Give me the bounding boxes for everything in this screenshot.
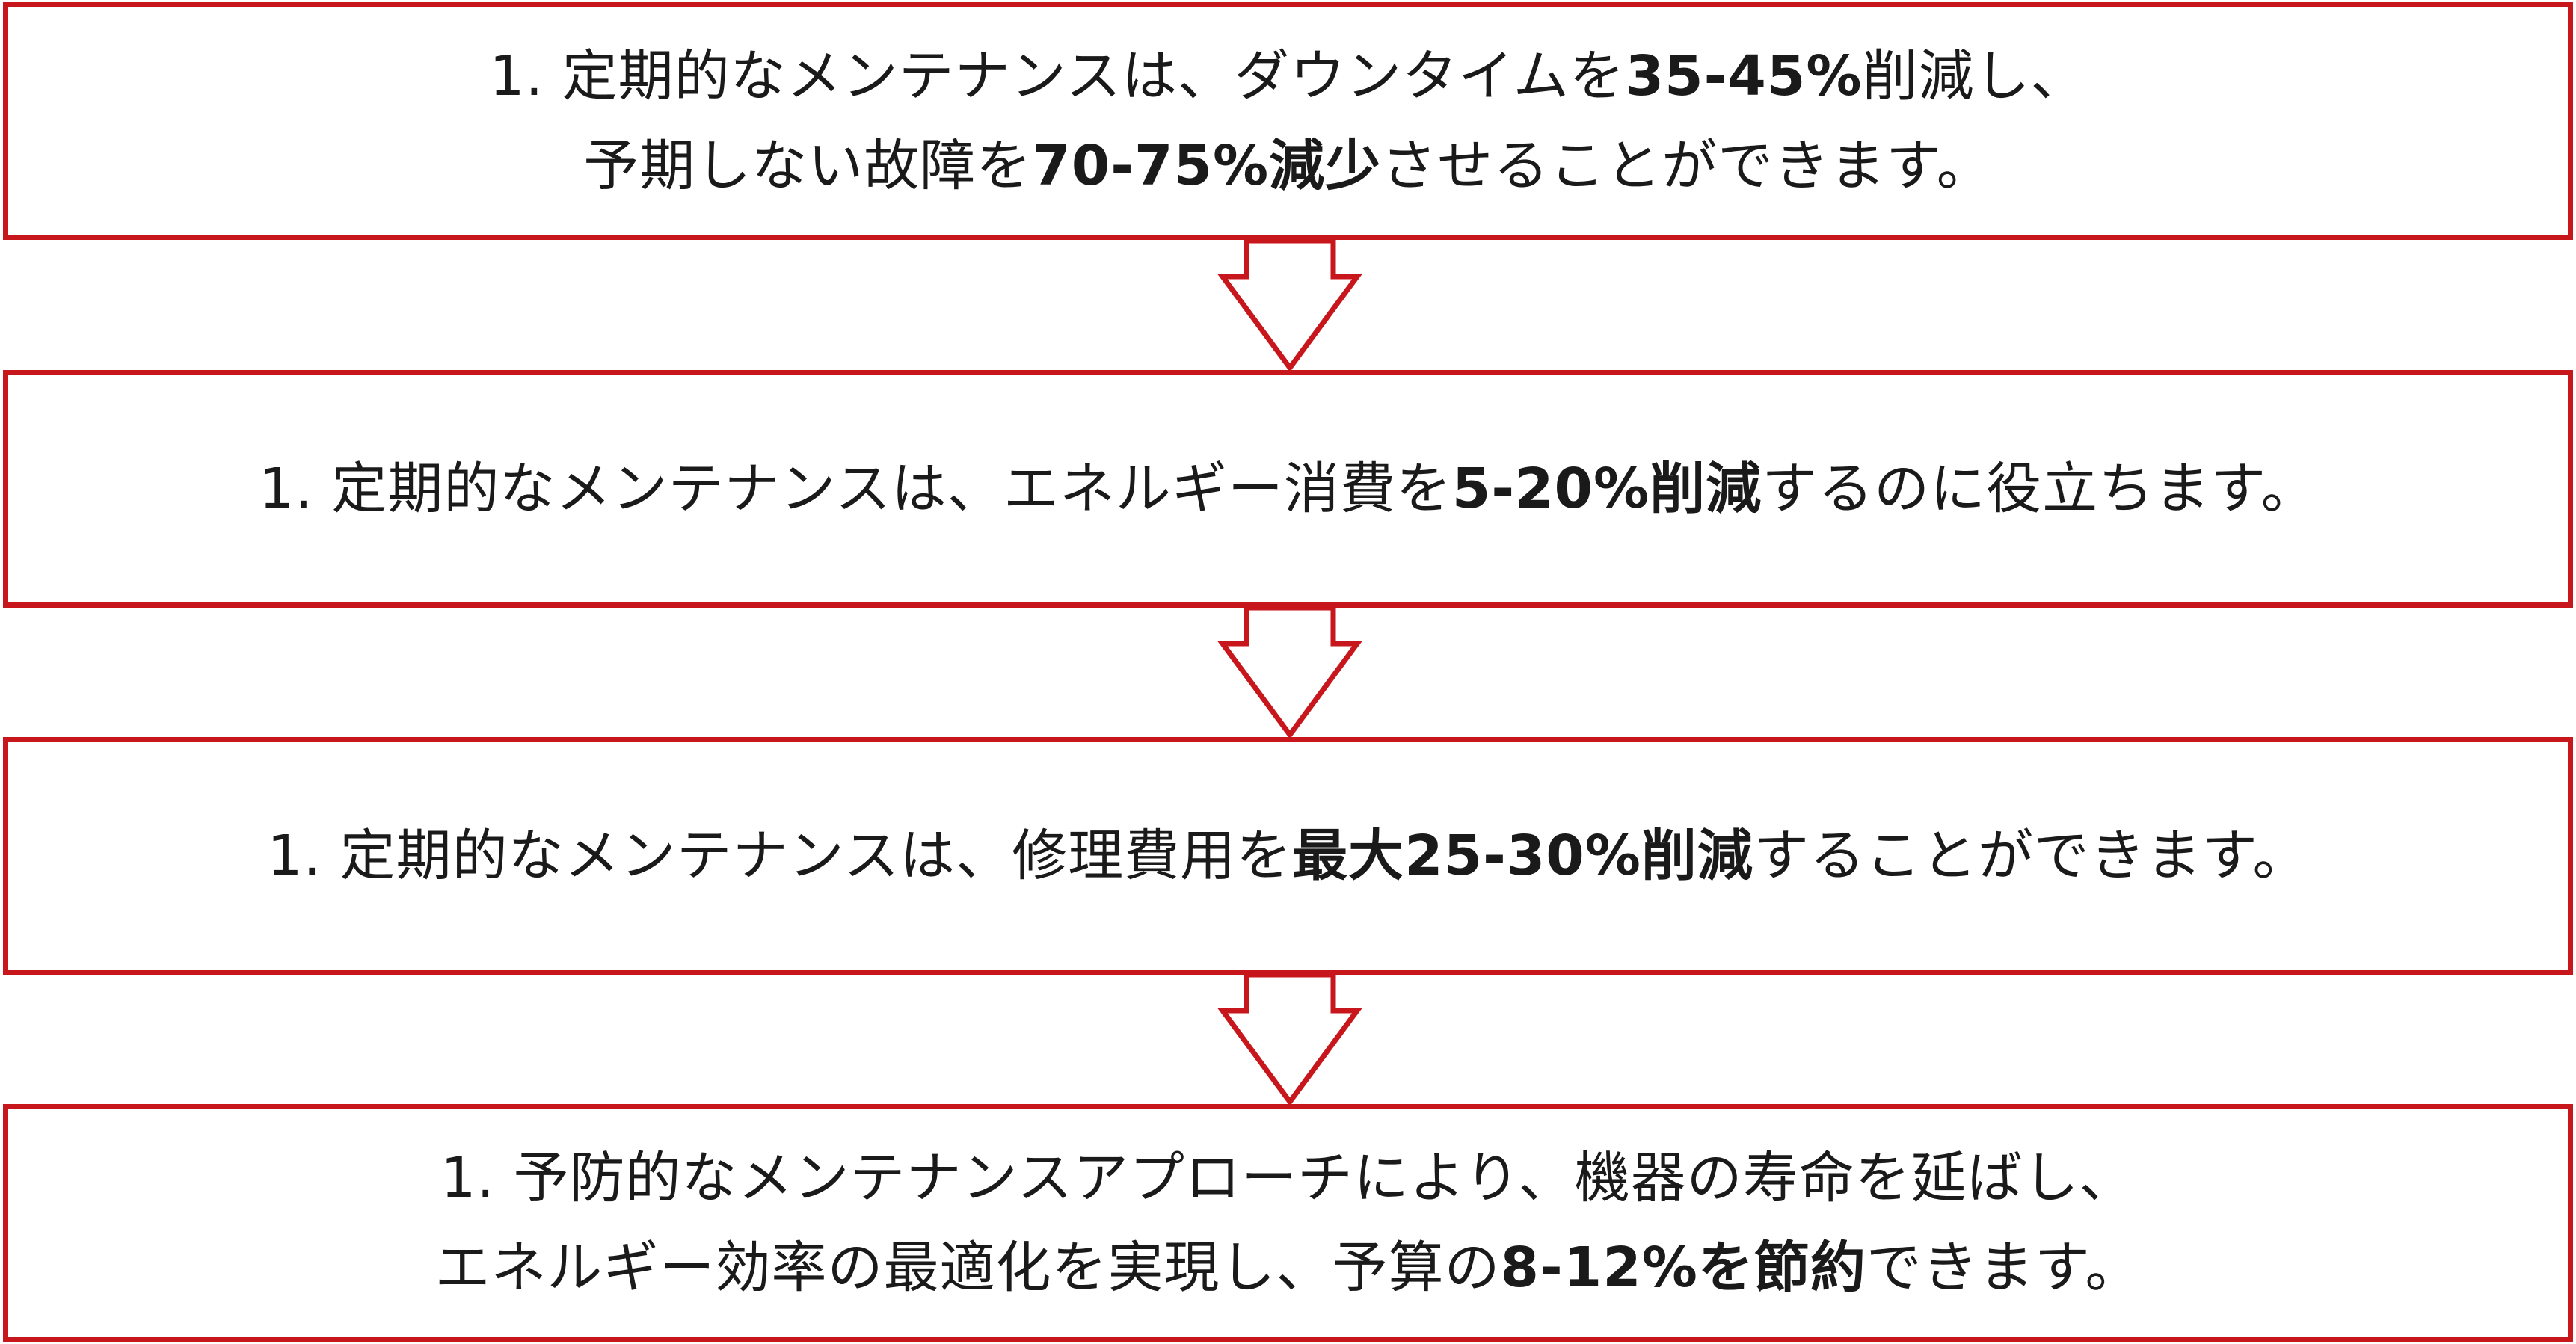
flow-step-2: 1. 定期的なメンテナンスは、エネルギー消費を5-20%削減するのに役立ちます。 (3, 370, 2573, 608)
text-segment: 1. 定期的なメンテナンスは、修理費用を (267, 824, 1293, 888)
flow-step-4-line-2: エネルギー効率の最適化を実現し、予算の8-12%を節約できます。 (435, 1223, 2142, 1313)
text-segment: 1. 定期的なメンテナンスは、エネルギー消費を (259, 457, 1452, 521)
flow-step-1: 1. 定期的なメンテナンスは、ダウンタイムを35-45%削減し、 予期しない故障… (3, 2, 2573, 240)
highlight-segment: 8-12%を節約 (1500, 1236, 1866, 1300)
text-segment: させることができます。 (1381, 134, 1993, 198)
flow-step-1-line-1: 1. 定期的なメンテナンスは、ダウンタイムを35-45%削減し、 (490, 31, 2087, 121)
text-segment: 1. 予防的なメンテナンスアプローチにより、機器の寿命を延ばし、 (440, 1146, 2136, 1210)
flow-step-4: 1. 予防的なメンテナンスアプローチにより、機器の寿命を延ばし、 エネルギー効率… (3, 1104, 2573, 1342)
highlight-segment: 5-20%削減 (1451, 457, 1762, 521)
flow-step-3-text: 1. 定期的なメンテナンスは、修理費用を最大25-30%削減することができます。 (267, 811, 2308, 901)
flow-step-2-text: 1. 定期的なメンテナンスは、エネルギー消費を5-20%削減するのに役立ちます。 (259, 444, 2317, 534)
highlight-segment: 35-45% (1625, 44, 1863, 108)
text-segment: するのに役立ちます。 (1762, 457, 2317, 521)
flow-step-1-line-2: 予期しない故障を70-75%減少させることができます。 (490, 121, 2087, 211)
text-segment: 1. 定期的なメンテナンスは、ダウンタイムを (489, 44, 1626, 108)
down-arrow-icon (1217, 605, 1362, 739)
text-segment: エネルギー効率の最適化を実現し、予算の (434, 1236, 1501, 1300)
flow-step-4-line-1: 1. 予防的なメンテナンスアプローチにより、機器の寿命を延ばし、 (435, 1133, 2142, 1223)
text-segment: することができます。 (1753, 824, 2309, 888)
flow-step-1-text: 1. 定期的なメンテナンスは、ダウンタイムを35-45%削減し、 予期しない故障… (490, 31, 2087, 211)
highlight-segment: 最大25-30%削減 (1292, 824, 1753, 888)
text-segment: 予期しない故障を (583, 134, 1033, 198)
highlight-segment: 70-75%減少 (1032, 134, 1382, 198)
text-segment: 削減し、 (1862, 44, 2087, 108)
flow-step-3: 1. 定期的なメンテナンスは、修理費用を最大25-30%削減することができます。 (3, 737, 2573, 975)
down-arrow-icon (1217, 238, 1362, 372)
flow-step-4-text: 1. 予防的なメンテナンスアプローチにより、機器の寿命を延ばし、 エネルギー効率… (435, 1133, 2142, 1313)
down-arrow-icon (1217, 972, 1362, 1106)
text-segment: できます。 (1866, 1236, 2142, 1300)
flow-step-3-line-1: 1. 定期的なメンテナンスは、修理費用を最大25-30%削減することができます。 (267, 811, 2308, 901)
flow-step-2-line-1: 1. 定期的なメンテナンスは、エネルギー消費を5-20%削減するのに役立ちます。 (259, 444, 2317, 534)
